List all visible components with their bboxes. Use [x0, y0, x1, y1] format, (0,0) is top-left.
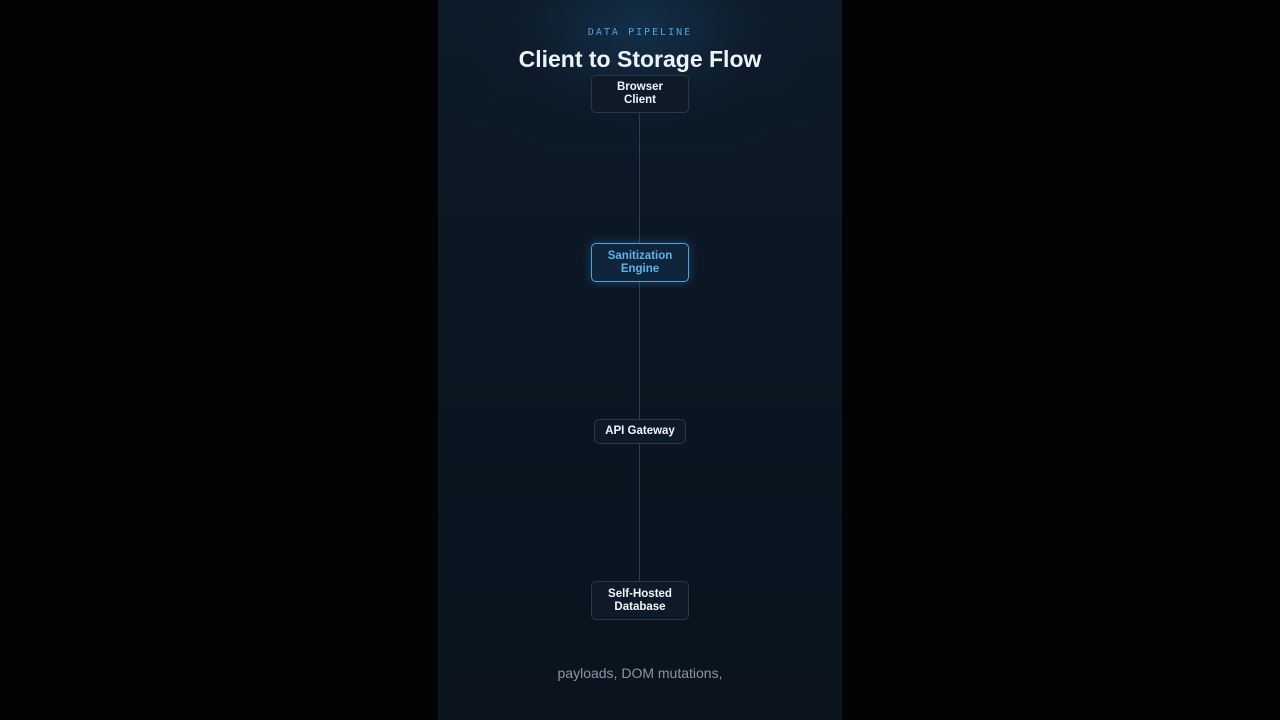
node-sanitization-engine: Sanitization Engine — [591, 243, 689, 282]
subtitle-caption: payloads, DOM mutations, — [557, 665, 723, 681]
node-api-gateway: API Gateway — [594, 419, 686, 444]
connector-gateway-to-database — [639, 444, 640, 581]
node-browser-client: Browser Client — [591, 75, 689, 113]
diagram-panel: DATA PIPELINE Client to Storage Flow Bro… — [438, 0, 842, 720]
connector-sanitization-to-gateway — [639, 282, 640, 419]
section-eyebrow: DATA PIPELINE — [587, 27, 693, 38]
diagram-title: Client to Storage Flow — [518, 46, 762, 72]
connector-client-to-sanitization — [639, 113, 640, 243]
node-self-hosted-database: Self-Hosted Database — [591, 581, 689, 620]
